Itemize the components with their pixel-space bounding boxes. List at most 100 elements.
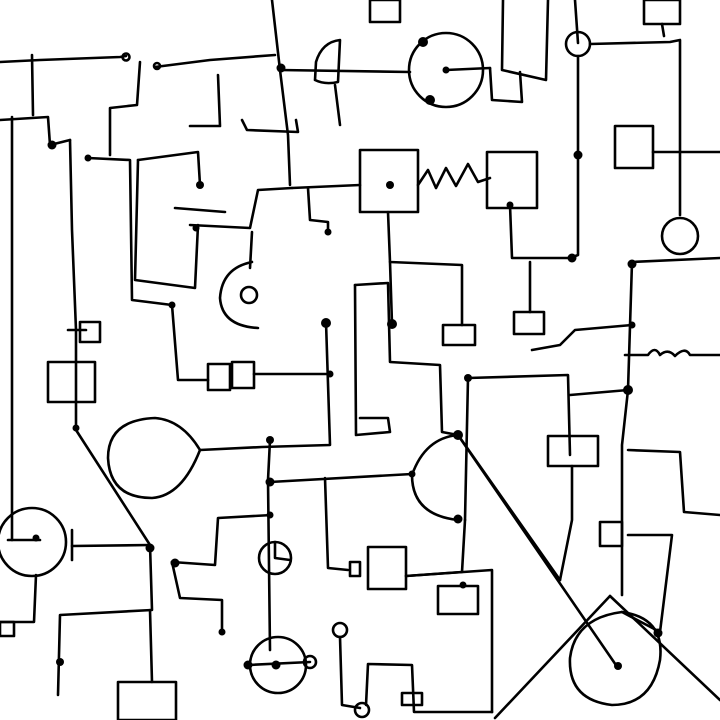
- wire: [148, 608, 154, 684]
- junction-dot: [408, 470, 416, 478]
- junction-dot: [145, 543, 155, 553]
- wire: [108, 60, 142, 157]
- balloon-component: [106, 416, 202, 500]
- junction-dot: [425, 95, 435, 105]
- wire: [466, 373, 572, 457]
- circle-component: [407, 31, 485, 109]
- box-component: [441, 323, 477, 347]
- half-circle-component: [410, 433, 460, 522]
- box-component: [436, 584, 480, 616]
- wire: [306, 186, 330, 234]
- box-component: [546, 434, 600, 468]
- junction-dot: [386, 181, 394, 189]
- junction-dot: [326, 370, 334, 378]
- junction-dot: [453, 514, 463, 524]
- circle-component: [568, 610, 662, 707]
- box-component: [366, 545, 408, 591]
- wire: [74, 428, 152, 547]
- wire: [568, 388, 630, 397]
- junction-dot: [628, 321, 636, 329]
- box-component: [613, 124, 655, 170]
- circle-component: [331, 621, 349, 639]
- wire: [493, 594, 612, 720]
- coil-inductor: [623, 348, 720, 358]
- wire: [290, 183, 362, 190]
- junction-dot: [47, 140, 57, 150]
- circle-component: [660, 216, 700, 256]
- wire: [188, 73, 222, 128]
- junction-dot: [459, 581, 467, 589]
- junction-dot: [266, 436, 274, 444]
- box-component: [512, 310, 546, 336]
- wire: [0, 115, 72, 147]
- wire: [70, 543, 152, 548]
- box-component: [368, 0, 402, 24]
- junction-dot: [170, 558, 180, 568]
- wire: [170, 513, 274, 567]
- circle-component: [0, 506, 68, 578]
- wire: [364, 662, 494, 714]
- junction-dot: [567, 253, 577, 263]
- wire: [456, 433, 620, 670]
- junction-dot: [464, 374, 472, 382]
- junction-dot: [192, 224, 200, 232]
- box-component: [400, 691, 424, 707]
- circle-component: [353, 701, 371, 719]
- box-component: [500, 0, 550, 82]
- junction-dot: [276, 63, 286, 73]
- junction-dot: [614, 662, 622, 670]
- junction-dot: [506, 201, 514, 209]
- wire: [153, 53, 277, 69]
- wire: [573, 0, 580, 45]
- wire: [240, 118, 300, 134]
- box-component: [46, 360, 97, 404]
- junction-dot: [218, 628, 226, 636]
- circle-component: [302, 654, 318, 670]
- wire: [198, 320, 332, 452]
- junction-dot: [266, 511, 274, 519]
- wire: [630, 256, 720, 264]
- wire: [273, 540, 292, 562]
- half-circle-component: [313, 38, 342, 85]
- wire: [68, 138, 78, 432]
- wire: [620, 260, 634, 597]
- box-component: [206, 362, 232, 392]
- junction-dot: [324, 228, 332, 236]
- box-component: [230, 360, 256, 390]
- wire: [56, 543, 154, 697]
- box-component: [78, 320, 102, 344]
- wire: [173, 206, 227, 214]
- wire: [30, 53, 35, 117]
- wire: [388, 260, 394, 326]
- junction-dot: [56, 658, 64, 666]
- junction-dot: [442, 66, 450, 74]
- box-component: [358, 148, 420, 214]
- wire: [323, 476, 350, 572]
- box-component: [0, 620, 16, 638]
- wire: [620, 610, 662, 634]
- junction-dot: [573, 150, 583, 160]
- wire: [266, 438, 272, 652]
- junction-dot: [271, 660, 281, 670]
- wire: [404, 568, 494, 714]
- wire: [270, 0, 292, 187]
- half-circle-component: [218, 260, 260, 330]
- junction-dot: [387, 319, 397, 329]
- wire: [508, 203, 574, 260]
- junction-dot: [168, 301, 176, 309]
- wire: [170, 560, 224, 634]
- wire: [0, 54, 128, 64]
- zigzag-resistor: [416, 162, 492, 190]
- junction-dot: [32, 534, 40, 542]
- wire: [338, 635, 362, 710]
- junction-dot: [418, 37, 428, 47]
- junction-dot: [243, 660, 253, 670]
- wire: [626, 448, 720, 517]
- wire: [660, 22, 666, 38]
- wire: [588, 38, 682, 217]
- wire: [333, 83, 342, 127]
- wire: [444, 66, 492, 72]
- wire: [188, 186, 294, 230]
- junction-dot: [623, 385, 633, 395]
